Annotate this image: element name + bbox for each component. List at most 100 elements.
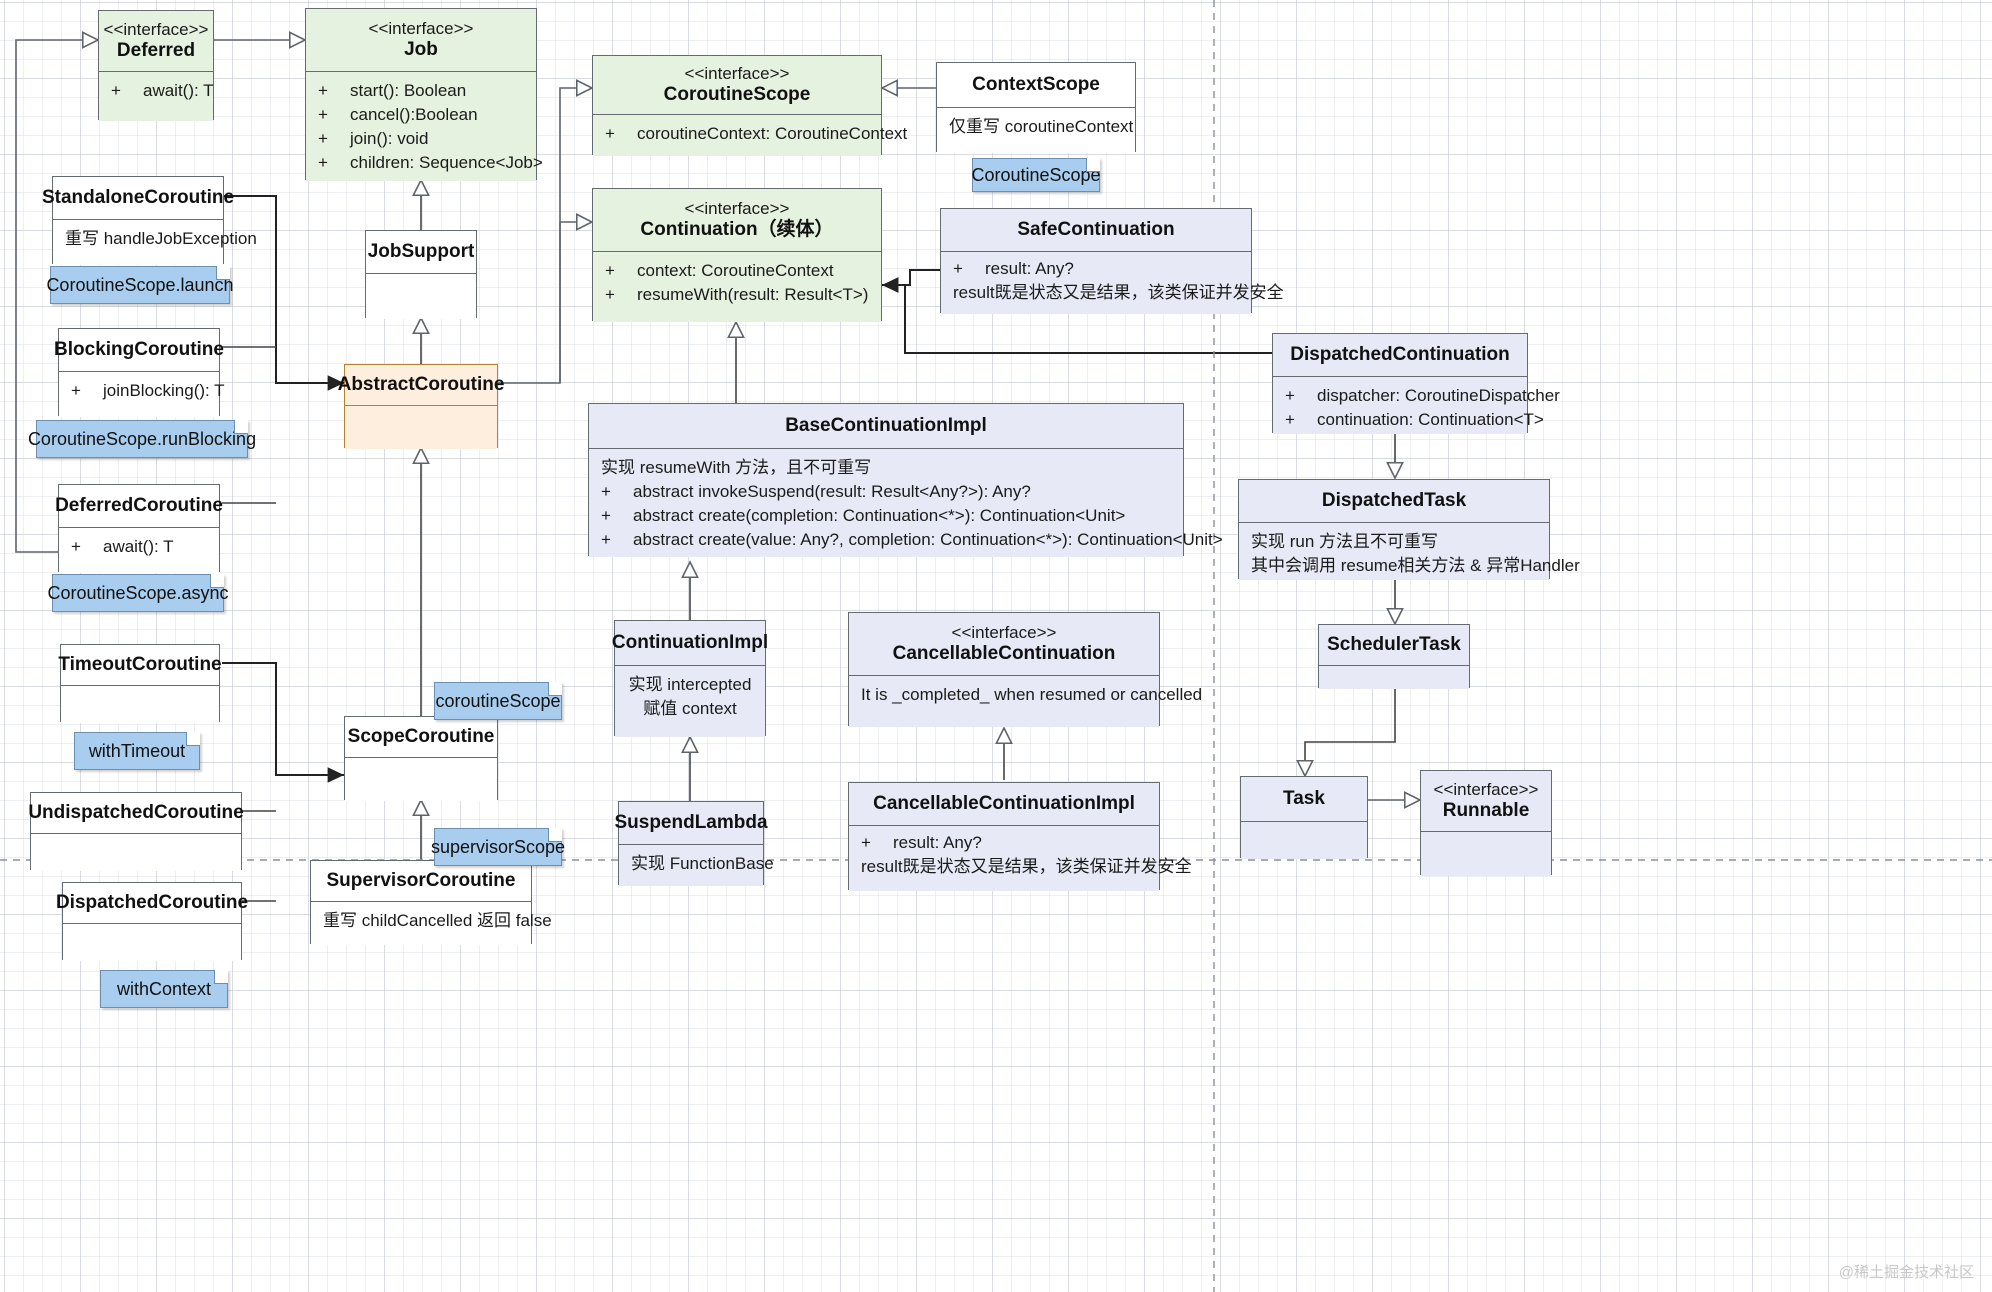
- note-fold-icon: [214, 970, 228, 984]
- class-name: Runnable: [1442, 799, 1530, 821]
- class-name: BlockingCoroutine: [54, 338, 224, 360]
- member-row: + result: Any?: [953, 259, 1074, 278]
- note-text: CoroutineScope.async: [47, 582, 229, 603]
- member-row: + continuation: Continuation<T>: [1285, 410, 1544, 430]
- note-with-context[interactable]: withContext: [100, 970, 228, 1008]
- class-safe-continuation[interactable]: SafeContinuation + result: Any? result既是…: [940, 208, 1284, 314]
- class-note: result既是状态又是结果，该类保证并发安全: [861, 857, 1192, 877]
- member-row: + join(): void: [318, 129, 429, 149]
- class-note: 实现 FunctionBase: [631, 854, 774, 873]
- note-text: coroutineScope: [435, 690, 561, 711]
- empty-compartment: [345, 757, 497, 801]
- stereotype: <<interface>>: [103, 19, 209, 39]
- class-scope-coroutine[interactable]: ScopeCoroutine: [344, 716, 498, 801]
- member-row: + children: Sequence<Job>: [318, 153, 543, 173]
- class-name: Job: [404, 38, 438, 60]
- note-text: CoroutineScope.launch: [46, 274, 234, 295]
- class-deferred[interactable]: <<interface>> Deferred + await(): T: [98, 10, 214, 121]
- class-cancellable-continuation[interactable]: <<interface>> CancellableContinuation It…: [848, 612, 1202, 727]
- class-continuation-impl[interactable]: ContinuationImpl 实现 intercepted 赋值 conte…: [611, 620, 769, 737]
- class-name: JobSupport: [367, 240, 475, 262]
- class-job[interactable]: <<interface>> Job + start(): Boolean + c…: [305, 8, 543, 181]
- class-scheduler-task[interactable]: SchedulerTask: [1318, 624, 1470, 689]
- member-row: + cancel():Boolean: [318, 105, 478, 125]
- class-name: BaseContinuationImpl: [785, 414, 987, 436]
- note-text: withContext: [116, 978, 212, 999]
- class-coroutine-scope[interactable]: <<interface>> CoroutineScope + coroutine…: [592, 55, 908, 156]
- class-standalone-coroutine[interactable]: StandaloneCoroutine 重写 handleJobExceptio…: [42, 176, 257, 265]
- empty-compartment: [345, 405, 497, 449]
- empty-compartment: [1319, 665, 1469, 689]
- note-with-timeout[interactable]: withTimeout: [74, 732, 200, 770]
- note-text: CoroutineScope.runBlocking: [27, 428, 257, 449]
- class-name: ContextScope: [972, 73, 1100, 95]
- member-row: + context: CoroutineContext: [605, 261, 834, 280]
- note-coroutine-scope[interactable]: coroutineScope: [434, 682, 562, 720]
- member-row: + abstract create(completion: Continuati…: [601, 506, 1126, 526]
- class-name: ContinuationImpl: [611, 631, 769, 653]
- class-blocking-coroutine[interactable]: BlockingCoroutine + joinBlocking(): T: [54, 328, 225, 417]
- stereotype: <<interface>>: [684, 63, 790, 83]
- class-name: Deferred: [116, 39, 196, 61]
- note-fold-icon: [548, 828, 562, 842]
- note-launch[interactable]: CoroutineScope.launch: [46, 266, 234, 304]
- class-name: SuspendLambda: [614, 811, 768, 833]
- member-row: + coroutineContext: CoroutineContext: [605, 124, 908, 143]
- class-name: DeferredCoroutine: [55, 494, 223, 516]
- note-text: supervisorScope: [430, 836, 566, 857]
- class-abstract-coroutine[interactable]: AbstractCoroutine: [338, 364, 504, 449]
- class-base-continuation-impl[interactable]: BaseContinuationImpl 实现 resumeWith 方法，且不…: [588, 403, 1223, 557]
- class-undispatched-coroutine[interactable]: UndispatchedCoroutine: [28, 792, 244, 871]
- class-name: ScopeCoroutine: [347, 725, 495, 747]
- class-note: 实现 resumeWith 方法，且不可重写: [601, 458, 872, 477]
- class-runnable[interactable]: <<interface>> Runnable: [1420, 770, 1552, 876]
- note-async[interactable]: CoroutineScope.async: [47, 574, 229, 612]
- note-fold-icon: [210, 574, 224, 588]
- empty-compartment: [366, 273, 476, 319]
- stereotype: <<interface>>: [1433, 779, 1539, 799]
- class-deferred-coroutine[interactable]: DeferredCoroutine + await(): T: [55, 484, 223, 573]
- class-note: 实现 intercepted: [628, 675, 752, 694]
- class-continuation[interactable]: <<interface>> Continuation（续体） + context…: [592, 188, 882, 322]
- stereotype: <<interface>>: [951, 622, 1057, 642]
- class-name: AbstractCoroutine: [337, 373, 505, 395]
- note-text: withTimeout: [88, 740, 186, 761]
- member-row: + await(): T: [71, 537, 174, 556]
- class-job-support[interactable]: JobSupport: [365, 230, 477, 319]
- member-row: + abstract invokeSuspend(result: Result<…: [601, 482, 1031, 502]
- class-note: result既是状态又是结果，该类保证并发安全: [953, 283, 1284, 303]
- note-supervisor-scope[interactable]: supervisorScope: [430, 828, 566, 866]
- note-fold-icon: [234, 420, 248, 434]
- empty-compartment: [61, 685, 219, 723]
- class-suspend-lambda[interactable]: SuspendLambda 实现 FunctionBase: [614, 801, 774, 886]
- class-note: 重写 childCancelled 返回 false: [323, 911, 552, 930]
- class-name: DispatchedContinuation: [1290, 343, 1510, 365]
- class-name: Task: [1283, 787, 1325, 809]
- class-timeout-coroutine[interactable]: TimeoutCoroutine: [58, 644, 222, 723]
- stereotype: <<interface>>: [684, 198, 790, 218]
- note-context-scope[interactable]: CoroutineScope: [971, 158, 1101, 192]
- class-context-scope[interactable]: ContextScope 仅重写 coroutineContext: [936, 62, 1136, 153]
- watermark: @稀土掘金技术社区: [1838, 1264, 1974, 1281]
- class-dispatched-continuation[interactable]: DispatchedContinuation + dispatcher: Cor…: [1272, 333, 1560, 434]
- class-name: CoroutineScope: [663, 83, 811, 105]
- class-cancellable-continuation-impl[interactable]: CancellableContinuationImpl + result: An…: [848, 782, 1192, 891]
- member-row: + start(): Boolean: [318, 81, 467, 100]
- class-supervisor-coroutine[interactable]: SupervisorCoroutine 重写 childCancelled 返回…: [310, 860, 552, 945]
- member-row: + dispatcher: CoroutineDispatcher: [1285, 386, 1560, 405]
- class-name: UndispatchedCoroutine: [28, 801, 244, 823]
- note-run-blocking[interactable]: CoroutineScope.runBlocking: [28, 420, 256, 458]
- empty-compartment: [1241, 821, 1367, 859]
- class-name: DispatchedCoroutine: [55, 891, 249, 913]
- class-name: CancellableContinuationImpl: [873, 792, 1135, 814]
- note-fold-icon: [548, 682, 562, 696]
- class-name: CancellableContinuation: [892, 642, 1116, 664]
- class-name: SafeContinuation: [1017, 218, 1175, 240]
- empty-compartment: [63, 923, 241, 961]
- class-dispatched-task[interactable]: DispatchedTask 实现 run 方法且不可重写 其中会调用 resu…: [1238, 479, 1580, 580]
- class-task[interactable]: Task: [1240, 776, 1368, 859]
- note-fold-icon: [186, 732, 200, 746]
- member-row: + resumeWith(result: Result<T>): [605, 285, 869, 305]
- class-dispatched-coroutine[interactable]: DispatchedCoroutine: [56, 882, 248, 961]
